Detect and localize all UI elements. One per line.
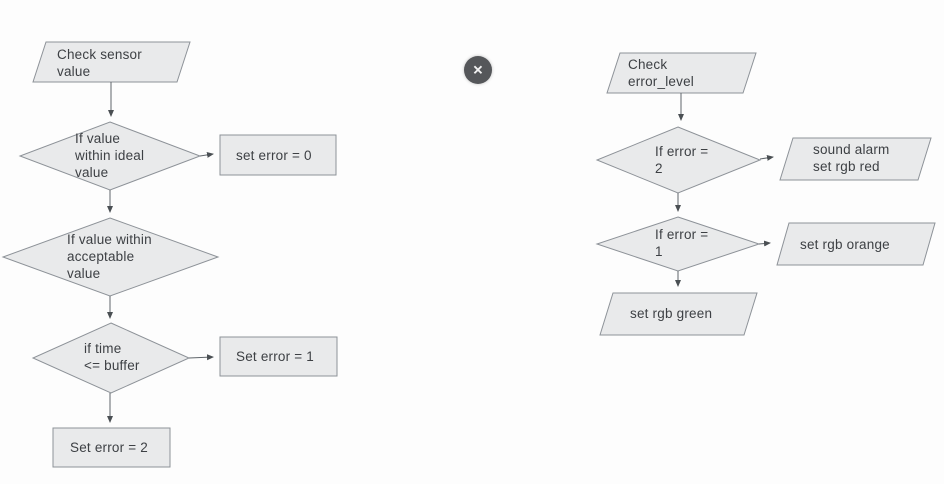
check-sensor-value-shape	[32, 41, 191, 83]
flow-arrow	[758, 240, 771, 247]
if-error-2-shape	[595, 126, 762, 194]
close-icon: ✕	[472, 62, 484, 77]
set-error-2-shape	[52, 427, 171, 468]
flow-arrow	[759, 154, 774, 161]
if-value-within-ideal-shape	[18, 121, 202, 191]
set-error-1-shape	[219, 336, 338, 377]
if-time-le-buffer-shape	[31, 322, 191, 394]
sound-alarm-set-rgb-red-shape	[779, 137, 932, 181]
set-rgb-green-shape	[599, 292, 758, 336]
if-value-within-acceptable-shape	[1, 217, 220, 297]
flow-arrow	[188, 354, 214, 361]
set-rgb-orange-shape	[776, 222, 936, 266]
flow-arrow	[199, 151, 214, 158]
close-button[interactable]: ✕	[464, 56, 492, 84]
set-error-0-shape	[219, 134, 337, 176]
check-error-level-shape	[606, 52, 757, 94]
if-error-1-shape	[595, 216, 761, 272]
